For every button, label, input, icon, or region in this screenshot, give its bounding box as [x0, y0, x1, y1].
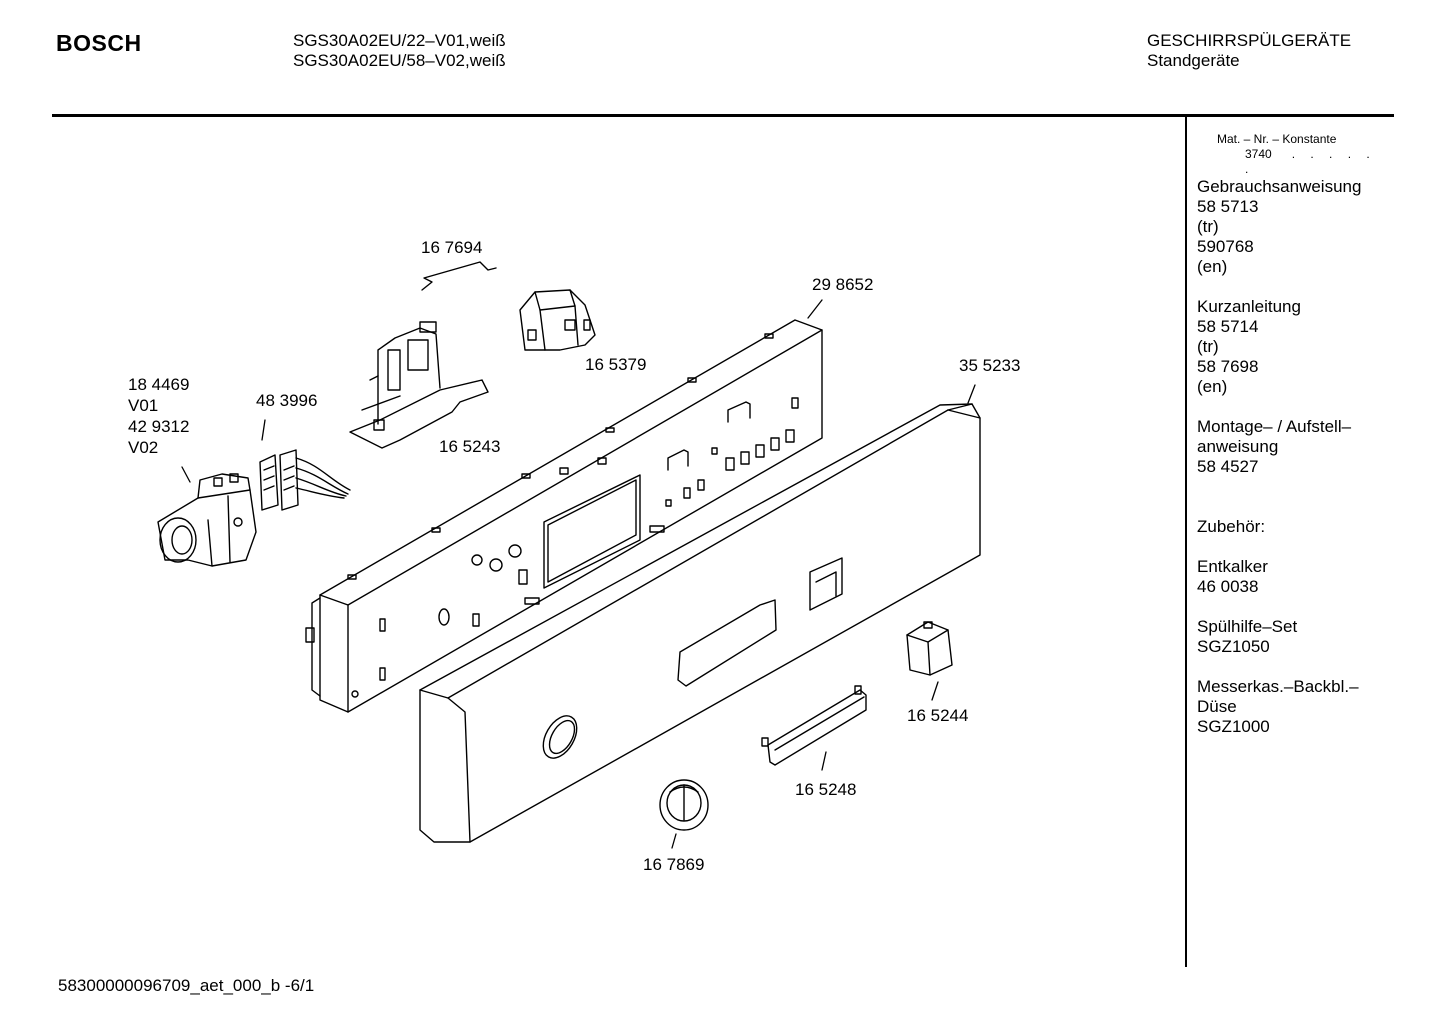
timer-unit-drawing	[157, 473, 257, 567]
block-line: 58 7698	[1197, 357, 1259, 376]
block-line: 58 4527	[1197, 457, 1259, 476]
part-label-165244: 16 5244	[907, 706, 969, 725]
front-fascia-drawing	[419, 403, 981, 843]
subcategory-title: Standgeräte	[1147, 51, 1240, 70]
sidebar: Mat. – Nr. – Konstante 3740. . . . . . G…	[1197, 132, 1392, 737]
block-line: Spülhilfe–Set	[1197, 617, 1298, 636]
part-label-298652: 29 8652	[812, 275, 874, 294]
doc-block-montage: Montage– / Aufstell– anweisung 58 4527	[1197, 417, 1392, 477]
exploded-parts-diagram	[157, 261, 981, 849]
block-line: Düse	[1197, 697, 1237, 716]
block-line: Gebrauchsanweisung	[1197, 177, 1362, 196]
part-label-167694: 16 7694	[421, 238, 483, 257]
mounting-bracket-drawing	[349, 321, 489, 449]
konstante-dots: . . . . . .	[1245, 147, 1376, 176]
block-line: Entkalker	[1197, 557, 1268, 576]
part-label-483996: 48 3996	[256, 391, 318, 410]
part-label-165248: 16 5248	[795, 780, 857, 799]
wire-connector-drawing	[259, 449, 351, 511]
block-line: (en)	[1197, 377, 1228, 396]
brand-logo: BOSCH	[56, 30, 142, 56]
part-label-355233: 35 5233	[959, 356, 1021, 375]
part-label-429312: 42 9312	[128, 417, 190, 436]
category-title: GESCHIRRSPÜLGERÄTE	[1147, 31, 1352, 50]
part-label-v01: V01	[128, 396, 159, 415]
part-label-184469: 18 4469	[128, 375, 190, 394]
part-label-165243: 16 5243	[439, 437, 501, 456]
accessories-heading: Zubehör:	[1197, 517, 1392, 537]
rotary-knob-drawing	[659, 779, 709, 831]
block-line: anweisung	[1197, 437, 1279, 456]
model-line-2: SGS30A02EU/58–V02,weiß	[293, 51, 506, 70]
accessory-entkalker: Entkalker 46 0038	[1197, 557, 1392, 597]
model-line-1: SGS30A02EU/22–V01,weiß	[293, 31, 506, 50]
block-line: Montage– / Aufstell–	[1197, 417, 1352, 436]
part-label-v02: V02	[128, 438, 159, 457]
block-line: SGZ1000	[1197, 717, 1270, 736]
control-panel-frame-drawing	[305, 319, 823, 713]
block-line: 590768	[1197, 237, 1254, 256]
switch-module-drawing	[519, 289, 596, 351]
block-line: 58 5713	[1197, 197, 1259, 216]
block-line: Messerkas.–Backbl.–	[1197, 677, 1359, 696]
push-button-drawing	[906, 621, 953, 676]
part-label-167869: 16 7869	[643, 855, 705, 874]
block-line: SGZ1050	[1197, 637, 1270, 656]
konstante-value: 3740	[1245, 147, 1272, 161]
header-divider	[52, 114, 1394, 117]
doc-block-gebrauchsanweisung: Gebrauchsanweisung 58 5713 (tr) 590768 (…	[1197, 177, 1392, 277]
accessory-duese: Messerkas.–Backbl.– Düse SGZ1000	[1197, 677, 1392, 737]
block-line: (en)	[1197, 257, 1228, 276]
block-line: 58 5714	[1197, 317, 1259, 336]
sidebar-divider	[1185, 117, 1187, 967]
leader-lines	[181, 299, 976, 849]
spring-clip-drawing	[421, 261, 497, 291]
document-id: 58300000096709_aet_000_b -6/1	[58, 976, 315, 995]
block-line: 46 0038	[1197, 577, 1259, 596]
block-line: Zubehör:	[1197, 517, 1266, 536]
matnr-label: Mat. – Nr. – Konstante	[1217, 132, 1337, 146]
accessory-spuelhilfe: Spülhilfe–Set SGZ1050	[1197, 617, 1392, 657]
konstante: 3740. . . . . .	[1197, 147, 1392, 177]
cover-strip-drawing	[761, 685, 867, 766]
block-line: Kurzanleitung	[1197, 297, 1301, 316]
block-line: (tr)	[1197, 337, 1219, 356]
doc-block-kurzanleitung: Kurzanleitung 58 5714 (tr) 58 7698 (en)	[1197, 297, 1392, 397]
part-label-165379: 16 5379	[585, 355, 647, 374]
block-line: (tr)	[1197, 217, 1219, 236]
